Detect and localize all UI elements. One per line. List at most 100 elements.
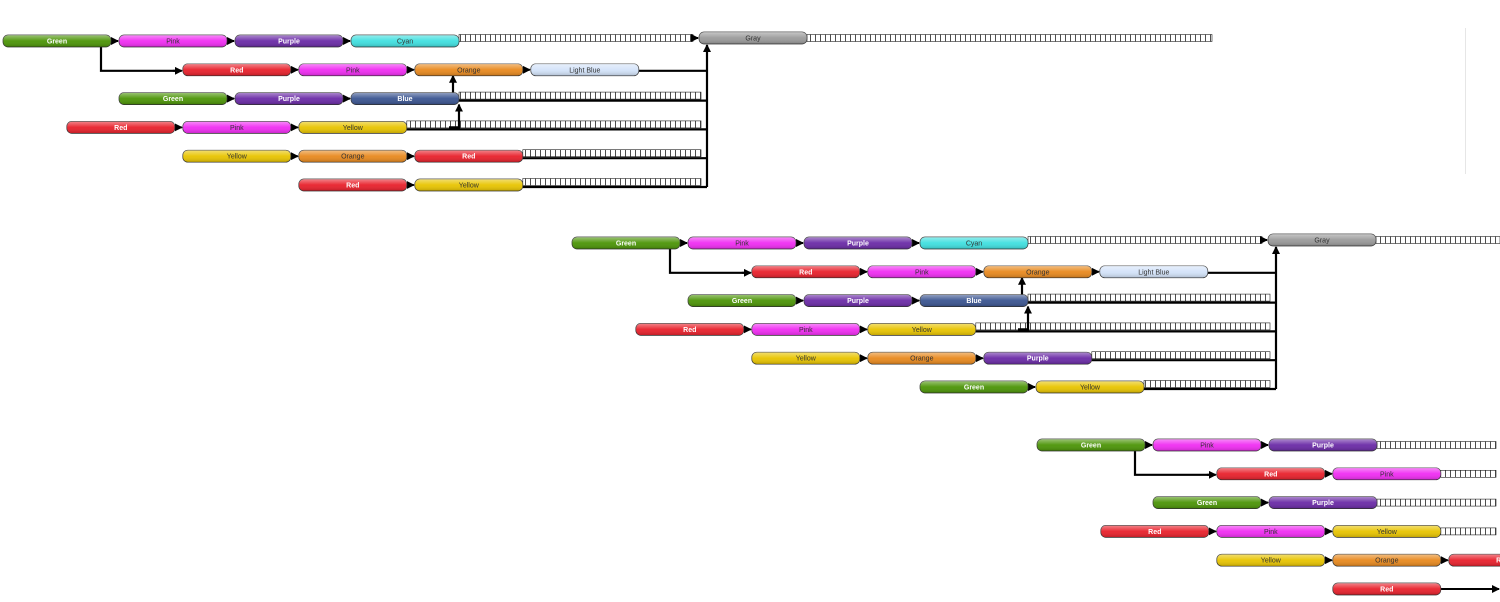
pipeline-node-pink[interactable]: Pink [1216, 525, 1326, 538]
merge-line [99, 47, 181, 72]
pipeline-node-gray[interactable]: Gray [1267, 233, 1377, 247]
pipeline-node-red[interactable]: Red [66, 121, 176, 134]
pipeline-node-pink[interactable]: Pink [867, 265, 977, 279]
node-label: Red [346, 183, 359, 190]
pipeline-node-purple[interactable]: Purple [1268, 496, 1378, 509]
scroll-edge-icon [1465, 28, 1468, 174]
pipeline-node-green[interactable]: Green [919, 380, 1029, 394]
node-label: Yellow [1080, 385, 1101, 392]
node-gloss [751, 352, 860, 365]
pipeline-node-orange[interactable]: Orange [983, 265, 1093, 279]
pipeline-node-red[interactable]: Red [298, 178, 408, 192]
pipeline-node-yellow[interactable]: Yellow [1035, 380, 1145, 394]
node-gloss [804, 237, 912, 249]
node-gloss [804, 294, 912, 307]
pipeline-node-orange[interactable]: Orange [1332, 553, 1442, 567]
node-label: Pink [915, 269, 929, 276]
node-label: Pink [1264, 529, 1278, 536]
pipeline-node-yellow[interactable]: Yellow [1332, 525, 1442, 538]
pipeline-node-cyan[interactable]: Cyan [919, 236, 1029, 250]
pipeline-node-light-blue[interactable]: Light Blue [1099, 265, 1209, 279]
pipeline-node-purple[interactable]: Purple [1268, 438, 1378, 452]
pipeline-node-pink[interactable]: Pink [182, 121, 292, 134]
node-label: Red [1148, 529, 1161, 536]
pipeline-node-red[interactable]: Red [1448, 553, 1500, 567]
pipeline-node-yellow[interactable]: Yellow [298, 121, 408, 134]
pipeline-node-green[interactable]: Green [571, 236, 681, 250]
pipeline-node-red[interactable]: Red [414, 149, 524, 163]
pipeline-node-green[interactable]: Green [687, 294, 797, 307]
node-gloss [235, 92, 343, 105]
pipeline-node-purple[interactable]: Purple [803, 236, 913, 250]
pipeline-node-yellow[interactable]: Yellow [414, 178, 524, 192]
pipeline-node-yellow[interactable]: Yellow [867, 323, 977, 336]
queue-buffer [458, 34, 694, 42]
pipeline-node-blue[interactable]: Blue [919, 294, 1029, 307]
pipeline-node-yellow[interactable]: Yellow [751, 351, 861, 365]
pipeline-node-pink[interactable]: Pink [1152, 438, 1262, 452]
node-gloss [983, 352, 1092, 365]
node-label: Red [1380, 587, 1393, 594]
node-label: Purple [278, 96, 300, 103]
pipeline-node-pink[interactable]: Pink [751, 323, 861, 336]
node-gloss [414, 63, 523, 76]
node-label: Purple [278, 39, 300, 46]
node-gloss [688, 237, 796, 249]
node-gloss [351, 92, 459, 105]
node-gloss [751, 265, 860, 278]
pipeline-node-orange[interactable]: Orange [867, 351, 977, 365]
merge-line [1018, 306, 1030, 331]
queue-buffer [1440, 527, 1497, 536]
node-label: Green [163, 96, 183, 103]
node-label: Pink [1200, 443, 1214, 450]
pipeline-node-cyan[interactable]: Cyan [350, 34, 460, 48]
node-gloss [1216, 525, 1325, 538]
pipeline-node-red[interactable]: Red [1216, 467, 1326, 481]
node-gloss [119, 92, 227, 105]
node-gloss [298, 179, 407, 191]
pipeline-node-green[interactable]: Green [118, 92, 228, 105]
pipeline-node-orange[interactable]: Orange [414, 63, 524, 77]
node-gloss [1332, 554, 1441, 567]
pipeline-node-gray[interactable]: Gray [698, 31, 808, 45]
pipeline-node-purple[interactable]: Purple [234, 92, 344, 105]
pipeline-node-pink[interactable]: Pink [687, 236, 797, 250]
node-label: Gray [1314, 238, 1330, 245]
node-gloss [1216, 554, 1325, 567]
queue-buffer [975, 322, 1271, 331]
pipeline-node-green[interactable]: Green [1036, 438, 1146, 452]
node-gloss [867, 265, 976, 278]
pipeline-node-purple[interactable]: Purple [234, 34, 344, 48]
node-label: Purple [847, 241, 869, 248]
pipeline-node-red[interactable]: Red [635, 323, 745, 336]
pipeline-node-red[interactable]: Red [1332, 582, 1442, 596]
pipeline-node-pink[interactable]: Pink [298, 63, 408, 77]
pipeline-node-red[interactable]: Red [182, 63, 292, 77]
node-gloss [298, 63, 407, 76]
node-label: Blue [397, 96, 412, 103]
pipeline-node-purple[interactable]: Purple [803, 294, 913, 307]
pipeline-node-purple[interactable]: Purple [983, 351, 1093, 365]
pipeline-node-pink[interactable]: Pink [1332, 467, 1442, 481]
pipeline-node-red[interactable]: Red [751, 265, 861, 279]
pipeline-node-red[interactable]: Red [1100, 525, 1210, 538]
pipeline-node-orange[interactable]: Orange [298, 149, 408, 163]
pipeline-node-light-blue[interactable]: Light Blue [530, 63, 640, 77]
node-label: Green [1081, 443, 1101, 450]
node-label: Red [230, 67, 243, 74]
node-label: Light Blue [569, 67, 600, 74]
pipeline-node-yellow[interactable]: Yellow [1216, 553, 1326, 567]
node-gloss [351, 35, 459, 47]
pipeline-node-green[interactable]: Green [2, 34, 112, 48]
node-label: Cyan [397, 39, 413, 46]
node-gloss [1332, 525, 1441, 538]
pipeline-node-yellow[interactable]: Yellow [182, 149, 292, 163]
node-gloss [1099, 265, 1208, 278]
queue-buffer [1376, 498, 1497, 507]
pipeline-node-pink[interactable]: Pink [118, 34, 228, 48]
pipeline-node-blue[interactable]: Blue [350, 92, 460, 105]
node-label: Red [683, 327, 696, 334]
pipeline-node-green[interactable]: Green [1152, 496, 1262, 509]
